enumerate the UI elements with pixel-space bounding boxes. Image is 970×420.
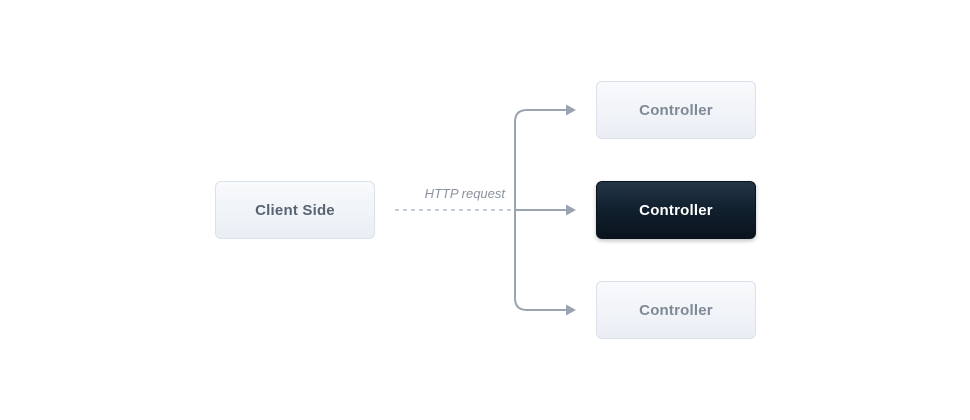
client-side-node-label: Client Side (255, 201, 335, 219)
http-request-label: HTTP request (424, 186, 505, 201)
controller-node-middle-label: Controller (639, 201, 713, 219)
controller-node-middle: Controller (596, 181, 756, 239)
arrowhead-top-icon (566, 104, 576, 116)
arrowhead-middle-icon (566, 204, 576, 216)
controller-node-top-label: Controller (639, 101, 713, 119)
arrowhead-bottom-icon (566, 304, 576, 316)
controller-node-top: Controller (596, 81, 756, 139)
client-side-node: Client Side (215, 181, 375, 239)
controller-node-bottom-label: Controller (639, 301, 713, 319)
controller-node-bottom: Controller (596, 281, 756, 339)
